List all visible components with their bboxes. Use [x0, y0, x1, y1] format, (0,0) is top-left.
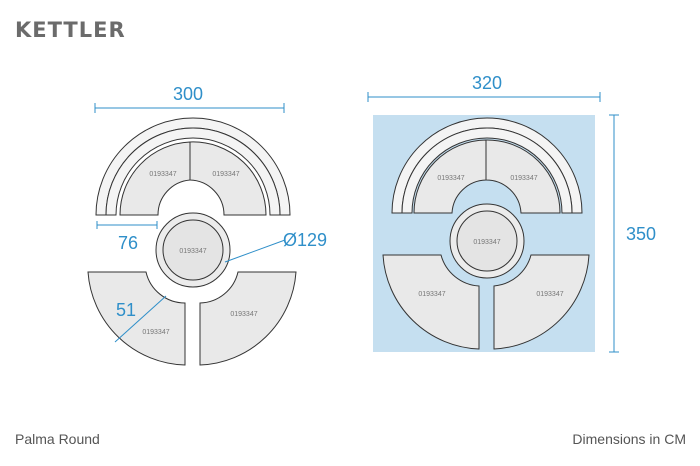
- part-code-label: 0193347: [473, 239, 500, 246]
- corner-seat-left: [87, 271, 186, 366]
- width-dimension-label: 300: [173, 84, 203, 104]
- part-code-label: 0193347: [212, 171, 239, 178]
- curved-seat-left: [119, 141, 191, 216]
- part-code-label: 0193347: [536, 291, 563, 298]
- units-note: Dimensions in CM: [572, 431, 686, 447]
- overall-width-label: 320: [472, 73, 502, 93]
- seat-depth-label: 76: [118, 233, 138, 253]
- part-code-label: 0193347: [179, 248, 206, 255]
- corner-depth-line: [114, 295, 167, 343]
- corner-seat-left: [382, 254, 480, 350]
- part-code-label: 0193347: [142, 329, 169, 336]
- kettler-logo: KETTLER: [15, 18, 126, 42]
- curved-seat-right: [485, 139, 561, 214]
- part-code-label: 0193347: [437, 175, 464, 182]
- table-diameter-line: [224, 239, 286, 263]
- corner-depth-label: 51: [116, 300, 136, 320]
- left-layout: 300 0193347 0193347 76 0193347 Ø129 0193…: [87, 84, 327, 366]
- part-code-label: 0193347: [149, 171, 176, 178]
- corner-seat-right: [493, 254, 590, 350]
- part-code-label: 0193347: [510, 175, 537, 182]
- part-code-label: 0193347: [418, 291, 445, 298]
- curved-seat-right: [189, 141, 267, 216]
- right-layout: 320 0193347 0193347 0193347 0193347 0193…: [367, 73, 656, 353]
- part-code-label: 0193347: [230, 311, 257, 318]
- product-name: Palma Round: [15, 431, 100, 447]
- table-diameter-label: Ø129: [283, 230, 327, 250]
- corner-seat-right: [199, 271, 297, 366]
- curved-seat-left: [413, 139, 487, 214]
- overall-height-label: 350: [626, 224, 656, 244]
